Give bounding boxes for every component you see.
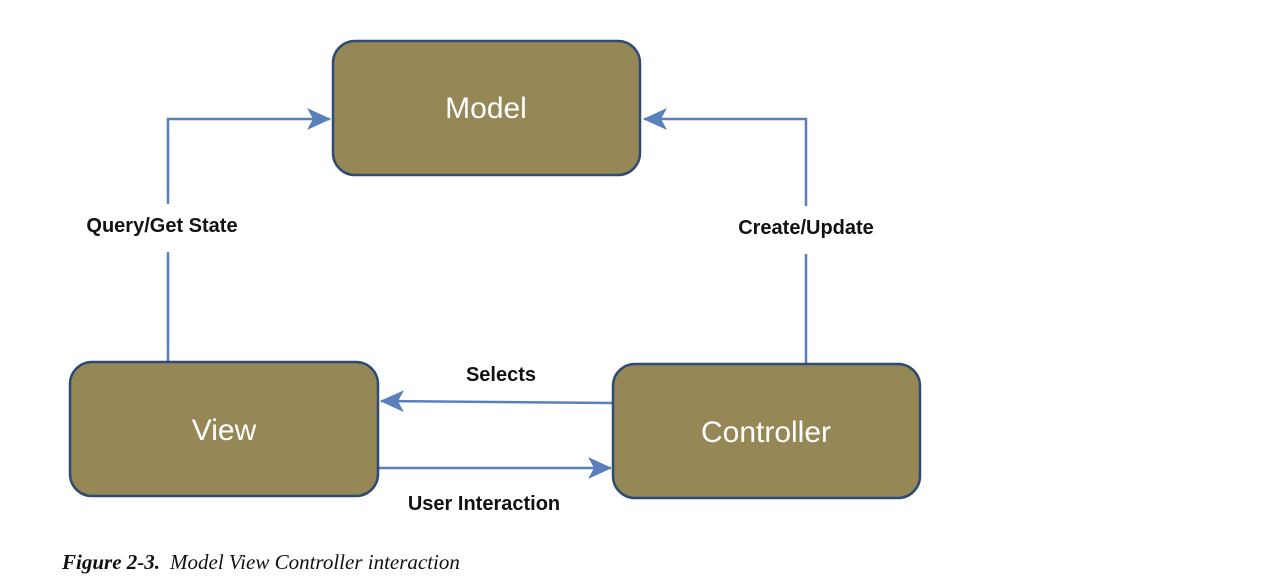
user-interaction-label: User Interaction: [408, 493, 560, 515]
figure-caption: Figure 2-3. Model View Controller interac…: [62, 550, 460, 575]
selects-arrow: [380, 390, 614, 413]
query-get-state-label: Query/Get State: [86, 215, 237, 237]
connectors: [166, 108, 808, 479]
controller-node: Controller: [611, 362, 922, 500]
figure-number: Figure 2-3.: [62, 550, 161, 574]
view-label: View: [192, 414, 257, 447]
view-node: View: [68, 360, 380, 498]
controller-label: Controller: [701, 416, 831, 449]
create-update-arrow: [643, 108, 808, 206]
selects-label: Selects: [466, 364, 536, 386]
query-state-arrow: [166, 108, 331, 204]
model-node: Model: [331, 39, 642, 177]
figure-caption-text: Model View Controller interaction: [170, 550, 460, 574]
create-update-label: Create/Update: [738, 217, 874, 239]
model-label: Model: [445, 92, 527, 125]
